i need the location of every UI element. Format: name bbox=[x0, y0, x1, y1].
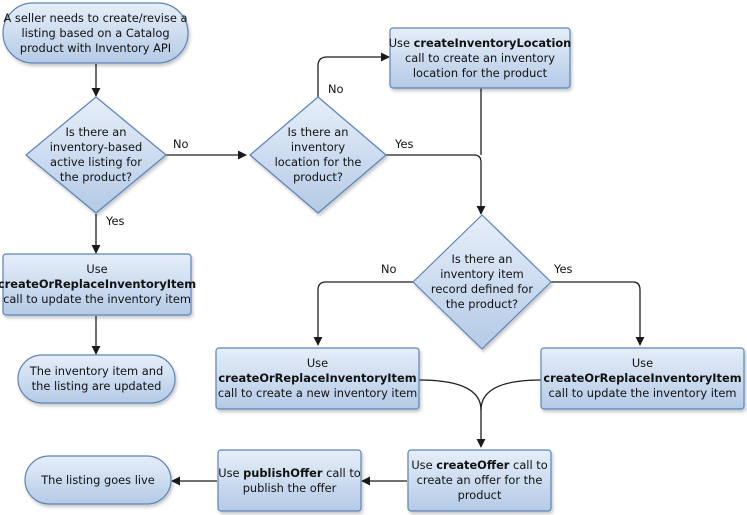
create-new-item-process bbox=[215, 347, 420, 410]
start-text: A seller needs to create/revise a listin… bbox=[3, 10, 188, 55]
end-updated-text: The inventory item and the listing are u… bbox=[29, 364, 164, 393]
label-active-yes: Yes bbox=[106, 214, 125, 228]
update-item-right-process bbox=[540, 347, 745, 410]
create-new-item-text: Use createOrReplaceInventoryItem call to… bbox=[217, 356, 418, 400]
create-offer-text: Use createOffer call to create an offer … bbox=[411, 458, 548, 502]
end-updated-terminal bbox=[17, 354, 176, 404]
edge-q2-no bbox=[317, 52, 390, 97]
decision-location-text: Is there an inventory location for the p… bbox=[274, 125, 362, 184]
edge-q3-yes bbox=[551, 281, 645, 346]
publish-offer-text: Use publishOffer call to publish the off… bbox=[218, 465, 361, 495]
start-terminal bbox=[2, 2, 189, 64]
label-record-yes: Yes bbox=[554, 262, 573, 276]
update-item-left-text: Use createOrReplaceInventoryItem call to… bbox=[0, 262, 197, 306]
label-active-no: No bbox=[173, 137, 189, 151]
create-location-text: Use createInventoryLocation call to crea… bbox=[388, 35, 572, 80]
decision-active-listing bbox=[25, 96, 167, 214]
publish-offer-process bbox=[217, 449, 362, 512]
decision-item-record-text: Is there an inventory item record define… bbox=[430, 252, 534, 311]
end-live-terminal bbox=[24, 455, 172, 505]
label-record-no: No bbox=[381, 262, 397, 276]
label-location-no: No bbox=[328, 82, 344, 96]
update-item-right-text: Use createOrReplaceInventoryItem call to… bbox=[543, 356, 742, 400]
create-location-process bbox=[389, 27, 571, 89]
decision-item-record bbox=[412, 214, 552, 350]
update-item-left-process bbox=[2, 253, 192, 316]
decision-active-listing-text: Is there an inventory-based active listi… bbox=[49, 125, 143, 184]
create-offer-process bbox=[407, 449, 552, 512]
end-live-text: The listing goes live bbox=[41, 472, 155, 487]
edge-new-item-to-offer bbox=[418, 379, 486, 448]
edge-update-item-to-offer bbox=[480, 379, 542, 411]
label-location-yes: Yes bbox=[395, 137, 414, 151]
edge-q2-yes bbox=[386, 154, 486, 215]
edge-q3-no bbox=[313, 281, 413, 346]
decision-location bbox=[249, 96, 387, 214]
